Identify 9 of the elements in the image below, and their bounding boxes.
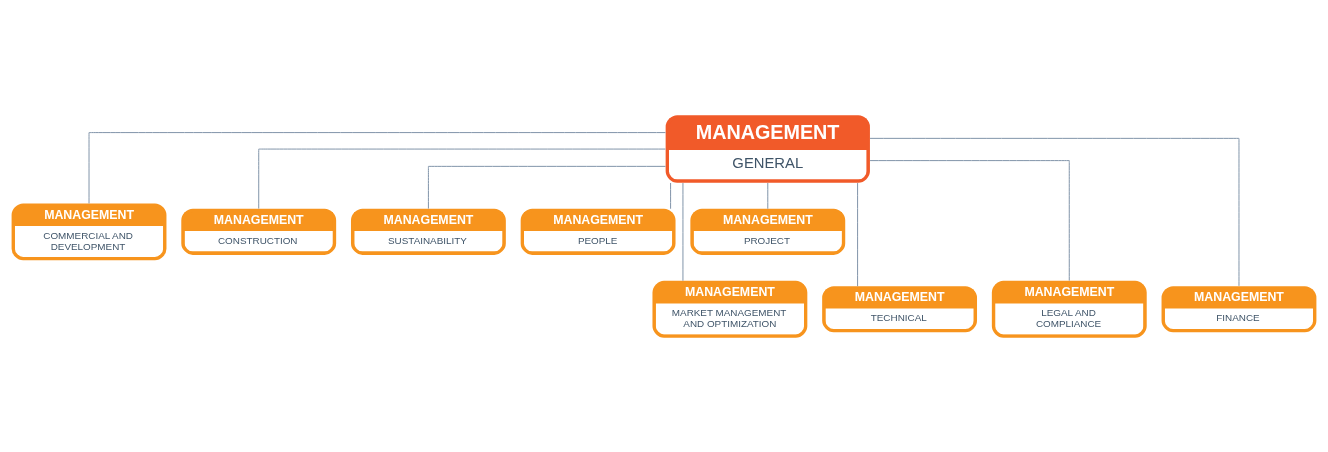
connector	[427, 165, 666, 209]
connector	[869, 137, 1240, 286]
connector	[88, 131, 666, 204]
connector	[869, 159, 1070, 281]
connector	[258, 148, 666, 209]
connector	[857, 182, 859, 287]
connector	[670, 182, 672, 209]
connector	[767, 182, 769, 209]
connector	[682, 182, 684, 281]
